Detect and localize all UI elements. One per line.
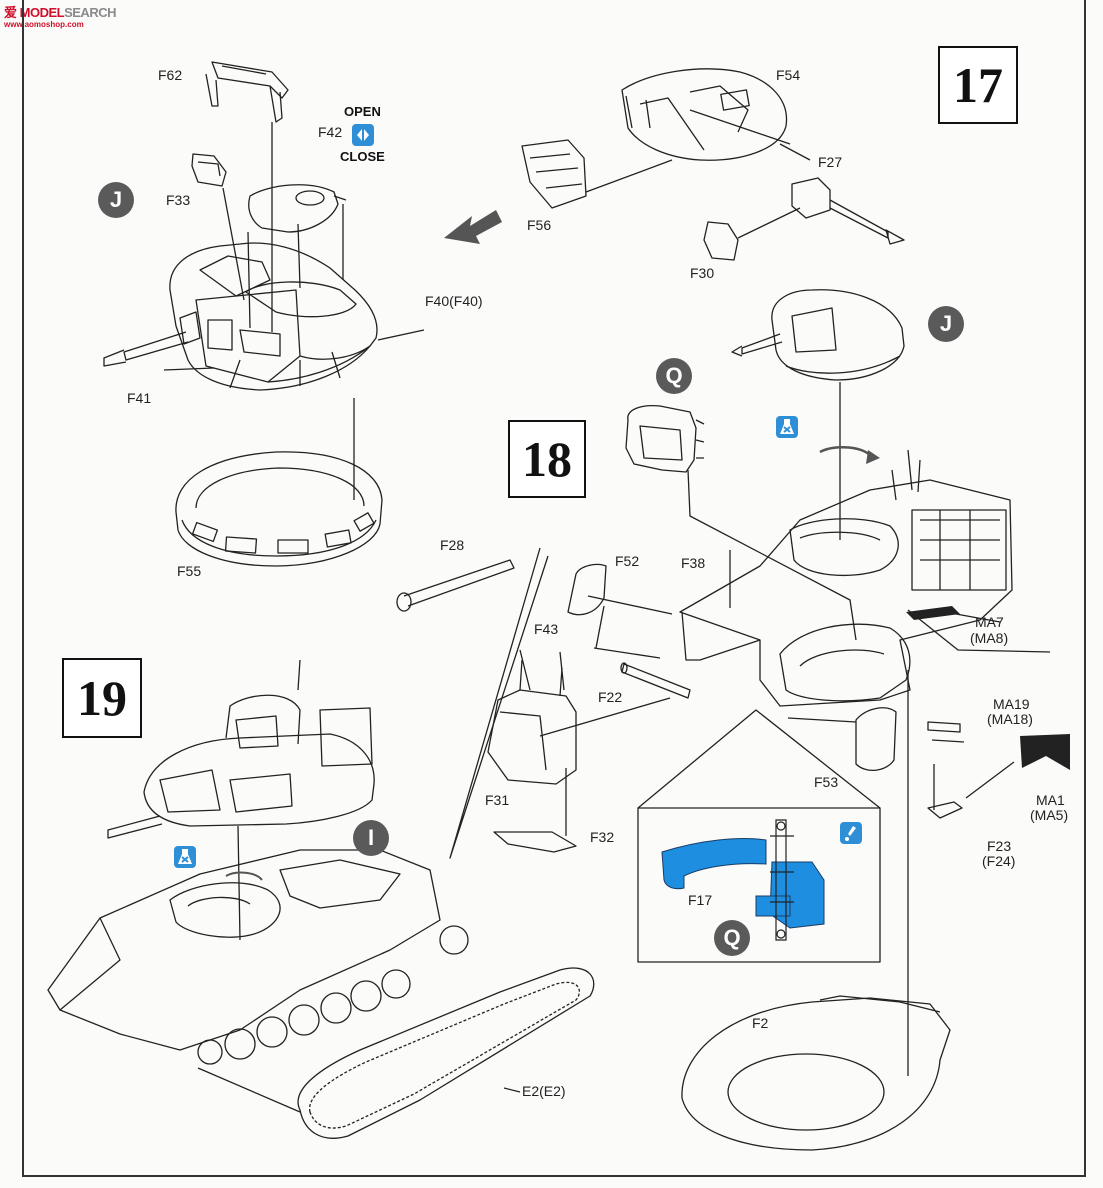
step-number-19: 19 [62, 658, 142, 738]
glue-icon [776, 416, 798, 438]
part-f30 [703, 221, 739, 261]
label-f40: F40(F40) [425, 293, 483, 309]
label-e2: E2(E2) [522, 1083, 566, 1099]
label-f17: F17 [688, 892, 713, 908]
part-ma7 [906, 606, 960, 620]
leader-lines-19 [197, 825, 521, 1113]
label-f30: F30 [690, 265, 715, 281]
part-f2-ring [681, 995, 951, 1151]
badge-j-left: J [98, 182, 134, 218]
part-f62-handle [205, 61, 289, 123]
part-f42-hatch [248, 184, 347, 233]
turret-assembly-complete [107, 659, 375, 839]
watermark-logo: 爱 MODELSEARCH [4, 2, 116, 21]
rotate-arrow-icon-19 [225, 871, 263, 881]
part-f22 [620, 662, 691, 699]
label-ma7: MA7 [975, 614, 1004, 630]
hull-complete [47, 849, 469, 1065]
open-label: OPEN [344, 104, 381, 119]
leader-lines-18 [449, 382, 1051, 1076]
part-f27-gun [791, 177, 905, 245]
part-q-box [625, 404, 705, 473]
label-f27: F27 [818, 154, 843, 170]
label-f54: F54 [776, 67, 801, 83]
part-f52 [567, 563, 607, 616]
turret-j-barrel [103, 311, 201, 367]
label-f38: F38 [681, 555, 706, 571]
part-f54-turret-shell [621, 68, 788, 161]
badge-q-detail: Q [714, 920, 750, 956]
frame-left [22, 0, 24, 1176]
leader-lines-17-right [585, 109, 811, 239]
frame-right [1084, 0, 1086, 1176]
badge-j-right: J [928, 306, 964, 342]
label-ma1: MA1 [1036, 792, 1065, 808]
label-f62: F62 [158, 67, 183, 83]
upper-hull-assembly [679, 449, 1013, 707]
part-ma1 [1020, 734, 1070, 770]
label-f56: F56 [527, 217, 552, 233]
detail-callout [637, 709, 881, 809]
badge-i-hull: I [353, 820, 389, 856]
label-f28: F28 [440, 537, 465, 553]
label-f23: F23 [987, 838, 1012, 854]
direction-arrow-icon [444, 210, 502, 244]
label-ma19: MA19 [993, 696, 1030, 712]
glue-icon-19-glyph [178, 849, 192, 864]
watermark-brand: 爱 [4, 5, 17, 20]
step-number-18: 18 [508, 420, 586, 498]
detail-box [637, 807, 881, 963]
part-f28-tube [396, 559, 515, 612]
label-f41: F41 [127, 390, 152, 406]
label-ma18: (MA18) [987, 711, 1033, 727]
attention-icon-glyph [845, 826, 856, 841]
label-f31: F31 [485, 792, 510, 808]
label-f53: F53 [814, 774, 839, 790]
rotate-arrowhead [866, 450, 880, 464]
badge-q-top: Q [656, 358, 692, 394]
part-f33 [191, 153, 227, 187]
part-f53 [855, 707, 897, 771]
close-label: CLOSE [340, 149, 385, 164]
label-f2: F2 [752, 1015, 769, 1031]
label-f33: F33 [166, 192, 191, 208]
attention-icon [840, 822, 862, 844]
track-e2 [297, 967, 595, 1139]
glue-icon-glyph [780, 419, 794, 434]
frame-bottom [22, 1175, 1086, 1177]
open-close-icon-glyph [357, 129, 369, 141]
label-f32: F32 [590, 829, 615, 845]
part-ma19 [927, 721, 965, 743]
open-close-icon [352, 124, 374, 146]
part-f56 [521, 139, 587, 209]
label-f55: F55 [177, 563, 202, 579]
detail-blue-parts [661, 838, 825, 929]
label-f24: (F24) [982, 853, 1016, 869]
glue-icon-19 [174, 846, 196, 868]
detail-latch-outline [770, 819, 794, 941]
label-ma5: (MA5) [1030, 807, 1069, 823]
label-f52: F52 [615, 553, 640, 569]
label-f22: F22 [598, 689, 623, 705]
watermark-domain: www.aomoshop.com [4, 20, 84, 29]
step-number-17: 17 [938, 46, 1018, 124]
part-f55-ring [175, 451, 383, 567]
part-f23 [927, 801, 963, 819]
watermark-suffix: SEARCH [64, 5, 116, 20]
label-f42: F42 [318, 124, 343, 140]
label-f43: F43 [534, 621, 559, 637]
watermark-name: MODEL [19, 5, 65, 20]
rotate-arrow-icon [819, 445, 874, 459]
turret-assembly-j [169, 242, 378, 391]
turret-j-small [731, 289, 905, 381]
leader-lines-17-left [163, 122, 425, 500]
part-f32 [493, 831, 577, 853]
label-ma8: (MA8) [970, 630, 1009, 646]
